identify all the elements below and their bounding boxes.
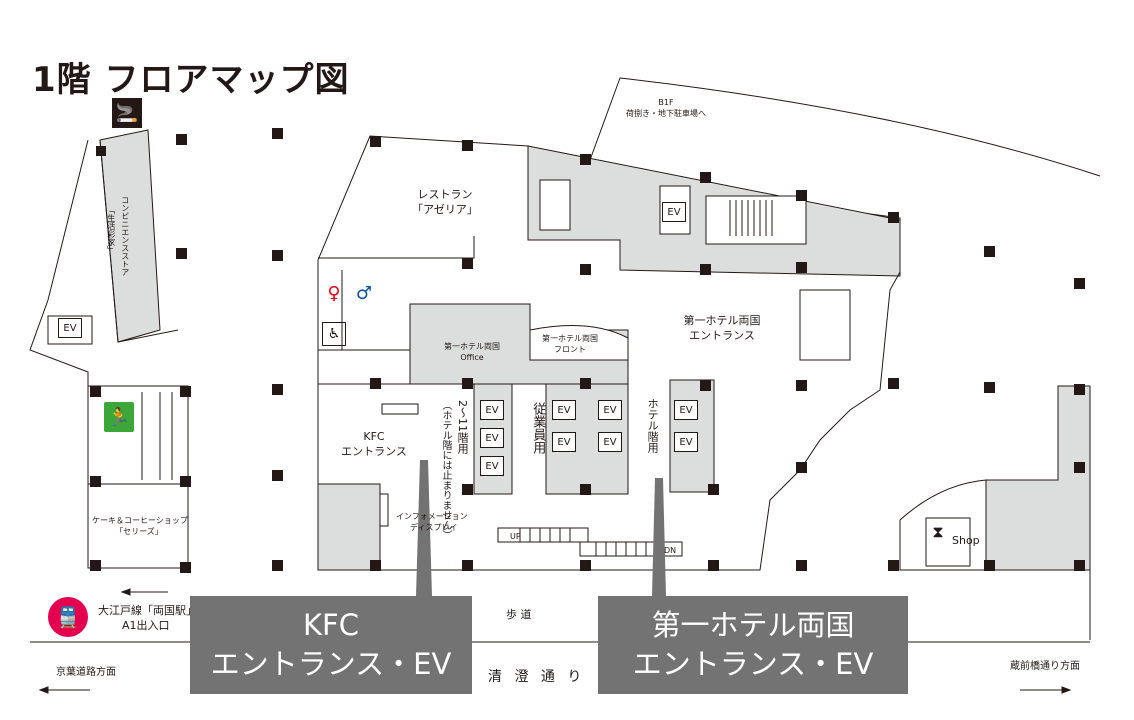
floors-note-label: （ホテル階には止まりません）	[440, 400, 451, 540]
convenience-store-label: コンビニエンスストア	[120, 196, 130, 276]
left-stairs	[141, 392, 173, 480]
elevator-convenience: EV	[58, 318, 82, 338]
keiyo-direction-label: 京葉道路方面	[56, 667, 116, 678]
restaurant-line1: レストラン	[417, 188, 473, 201]
floors-2-11-label: 2〜11階用	[456, 400, 470, 454]
emergency-exit-icon: 🏃	[104, 402, 134, 432]
elevator-staff-2: EV	[552, 432, 576, 452]
hotel-entrance-line2: エントランス	[689, 328, 755, 342]
kfc-callout-line1: KFC	[303, 607, 359, 642]
hotel-entrance-line1: 第一ホテル両国	[683, 314, 761, 327]
accessible-restroom-icon: ♿	[322, 322, 346, 346]
office-line1: 第一ホテル両国	[444, 342, 500, 351]
front-label: 第一ホテル両国 フロント	[534, 334, 606, 356]
right-building-area	[985, 385, 1091, 571]
office-area	[409, 303, 629, 385]
hotel-callout: 第一ホテル両国 エントランス・EV	[598, 596, 908, 694]
elevator-kfc-2: EV	[480, 428, 504, 448]
office-label: 第一ホテル両国 Office	[436, 342, 508, 364]
smoking-area-icon: 🚬	[112, 98, 142, 128]
street-label: 清 澄 通 り	[488, 669, 586, 685]
escalator-icon: ⧗	[932, 522, 944, 541]
b1f-text: B1F	[658, 98, 674, 107]
dn-label: DN	[664, 546, 677, 555]
hotel-callout-line2: エントランス・EV	[632, 647, 874, 681]
cafe-area	[87, 385, 189, 569]
station-line1: 大江戸線「両国駅」	[98, 604, 197, 617]
elevator-staff-3: EV	[598, 400, 622, 420]
convenience-store-sublabel: 「生活彩家」	[106, 206, 116, 254]
kfc-entrance-label: KFC エントランス	[336, 430, 412, 460]
hotel-callout-line1: 第一ホテル両国	[651, 607, 855, 642]
kfc-line2: エントランス	[341, 444, 407, 458]
hotel-entrance-label: 第一ホテル両国 エントランス	[672, 314, 772, 344]
kfc-callout-line2: エントランス・EV	[210, 647, 452, 681]
up-label: UP	[510, 532, 521, 541]
elevator-hotel-2: EV	[674, 432, 698, 452]
cafe-label: ケーキ＆コーヒーショップ 「セリーズ」	[92, 516, 188, 538]
page-title: 1階 フロアマップ図	[32, 60, 350, 100]
kfc-line1: KFC	[363, 430, 385, 443]
kfc-area	[317, 483, 381, 571]
sidewalk-label: 歩 道	[506, 608, 532, 621]
station-line2: A1出入口	[122, 618, 170, 632]
info-line2: ディスプレイ	[410, 522, 458, 532]
elevator-kfc-1: EV	[480, 400, 504, 420]
female-restroom-icon: ♀	[327, 282, 341, 304]
elevator-service: EV	[662, 202, 686, 222]
info-display-label: インフォメーション ディスプレイ	[396, 512, 468, 534]
hotel-floor-label: ホテル階用	[646, 398, 660, 453]
cafe-line1: ケーキ＆コーヒーショップ	[92, 516, 188, 525]
staff-use-label: 従業員用	[530, 402, 546, 454]
b1f-sub-text: 荷捌き・地下駐車場へ	[626, 108, 706, 118]
kuramae-direction-label: 蔵前橋通り方面	[1010, 661, 1080, 672]
male-restroom-icon: ♂	[355, 282, 373, 304]
front-line1: 第一ホテル両国	[542, 334, 598, 343]
info-line1: インフォメーション	[396, 512, 468, 521]
front-line2: フロント	[554, 344, 586, 354]
elevator-hotel-1: EV	[674, 400, 698, 420]
b1f-label: B1F 荷捌き・地下駐車場へ	[616, 98, 716, 120]
restaurant-label: レストラン 「アゼリア」	[400, 188, 490, 218]
train-station-icon: 🚆	[48, 597, 88, 637]
kfc-callout: KFC エントランス・EV	[190, 596, 472, 694]
station-label: 大江戸線「両国駅」 A1出入口	[98, 604, 197, 634]
cafe-line2: 「セリーズ」	[115, 526, 163, 536]
office-line2: Office	[460, 352, 484, 362]
restaurant-line2: 「アゼリア」	[412, 202, 478, 216]
elevator-kfc-3: EV	[480, 456, 504, 476]
shop-label: Shop	[952, 534, 980, 547]
elevator-staff-1: EV	[552, 400, 576, 420]
elevator-staff-4: EV	[598, 432, 622, 452]
